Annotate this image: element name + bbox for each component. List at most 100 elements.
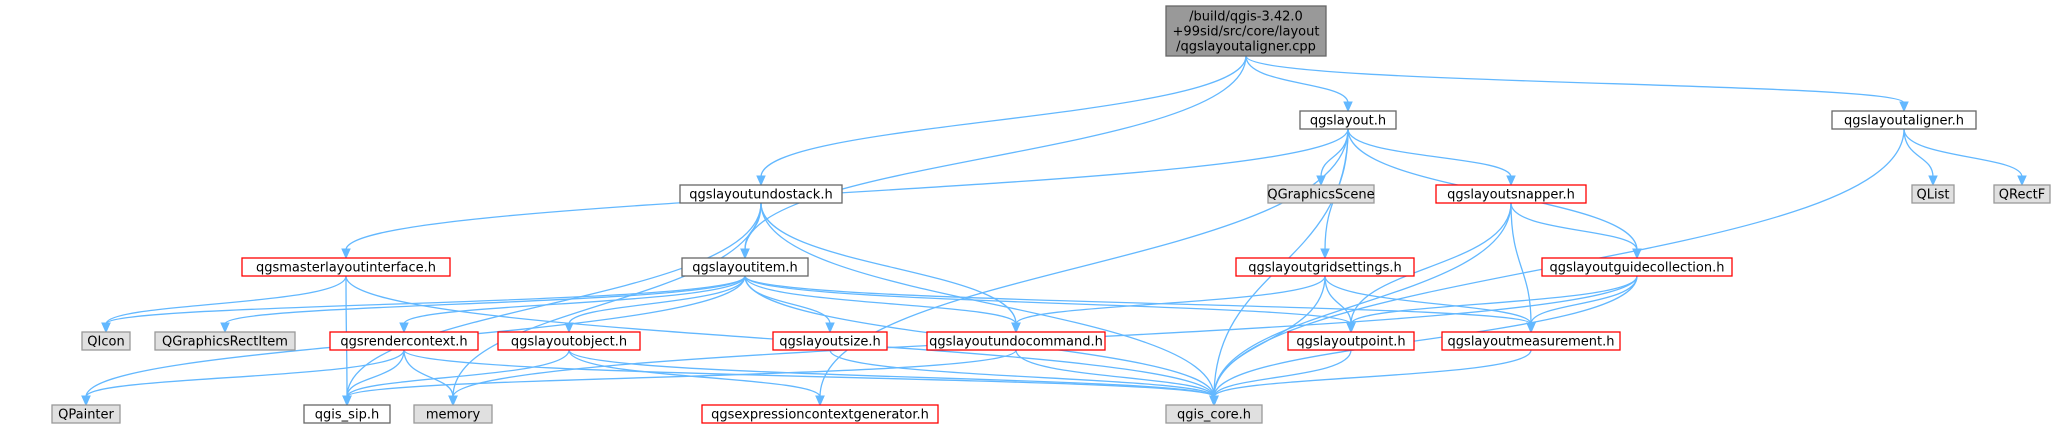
node-label: QRectF xyxy=(1999,188,2045,203)
node-QRectF[interactable]: QRectF xyxy=(1993,184,2051,204)
node-qgslayoutundostack-h[interactable]: qgslayoutundostack.h xyxy=(679,184,843,204)
edge-qgsrendercontext_h-to-QPainter xyxy=(81,349,405,407)
node-label: qgsrendercontext.h xyxy=(340,335,467,350)
node-label: /build/qgis-3.42.0 xyxy=(1189,10,1303,25)
edge-root-to-qgslayoutitem_h xyxy=(740,55,1247,260)
node-box xyxy=(1287,331,1415,351)
edge-qgslayoutundostack_h-to-memory xyxy=(448,202,762,407)
node-box xyxy=(1435,184,1587,204)
node-label: qgsexpressioncontextgenerator.h xyxy=(711,408,929,423)
node-QList[interactable]: QList xyxy=(1911,184,1955,204)
node-qgsmasterlayoutinterface-h[interactable]: qgsmasterlayoutinterface.h xyxy=(241,257,451,277)
edge-qgslayoutitem_h-to-qgslayoutundocommand_h xyxy=(744,275,1021,334)
node-qgis-core-h[interactable]: qgis_core.h xyxy=(1165,404,1263,424)
node-label: qgslayoutundocommand.h xyxy=(929,335,1103,350)
node-qgslayout-h[interactable]: qgslayout.h xyxy=(1299,110,1397,130)
node-box xyxy=(154,331,296,351)
edge-root-to-qgslayout_h xyxy=(1245,55,1353,113)
edge-qgslayoutobject_h-to-qgsexpressioncontextgenerator_h xyxy=(568,349,825,407)
node-label: qgslayoutundostack.h xyxy=(689,188,832,203)
edge-root-to-qgslayoutaligner_h xyxy=(1245,55,1909,113)
edge-qgslayoutmeasurement_h-to-qgis_core_h xyxy=(1209,349,1532,407)
node-box xyxy=(497,331,641,351)
node-label: /qgslayoutaligner.cpp xyxy=(1176,40,1316,55)
node-qgslayoutundocommand-h[interactable]: qgslayoutundocommand.h xyxy=(926,331,1106,351)
node-qgsrendercontext-h[interactable]: qgsrendercontext.h xyxy=(329,331,479,351)
node-label: qgslayoutguidecollection.h xyxy=(1550,261,1725,276)
node-label: qgis_core.h xyxy=(1177,408,1251,423)
node-label: qgslayoutpoint.h xyxy=(1296,335,1405,350)
node-box xyxy=(329,331,479,351)
node-label: qgslayout.h xyxy=(1310,114,1386,129)
edge-qgslayoutundostack_h-to-qgslayoutitem_h xyxy=(740,202,762,260)
edge-qgslayoutsnapper_h-to-qgslayoutguidecollection_h xyxy=(1510,202,1642,260)
edge-qgslayoutitem_h-to-QIcon xyxy=(101,275,746,334)
node-box xyxy=(1831,110,1977,130)
node-qgslayoutsnapper-h[interactable]: qgslayoutsnapper.h xyxy=(1435,184,1587,204)
edge-qgslayoutitem_h-to-QGraphicsRectItem xyxy=(220,275,746,334)
node-qgis-sip-h[interactable]: qgis_sip.h xyxy=(303,404,391,424)
edge-root-to-qgslayoutundostack_h xyxy=(756,55,1247,187)
nodes-layer: /build/qgis-3.42.0+99sid/src/core/layout… xyxy=(51,5,2051,424)
node-box xyxy=(241,257,451,277)
node-memory[interactable]: memory xyxy=(413,404,493,424)
edge-qgslayoutaligner_h-to-QRectF xyxy=(1903,128,2027,187)
edge-qgslayoutitem_h-to-qgslayoutobject_h xyxy=(564,275,746,334)
node-label: qgslayoutaligner.h xyxy=(1844,114,1964,129)
node-root[interactable]: /build/qgis-3.42.0+99sid/src/core/layout… xyxy=(1165,5,1327,57)
edge-qgslayout_h-to-QGraphicsScene xyxy=(1316,128,1349,187)
node-label: qgsmasterlayoutinterface.h xyxy=(256,261,436,276)
edge-qgsrendercontext_h-to-memory xyxy=(403,349,458,407)
edge-qgslayoutpoint_h-to-qgis_core_h xyxy=(1209,349,1352,407)
node-box xyxy=(413,404,493,424)
node-box xyxy=(81,331,131,351)
node-box xyxy=(1541,257,1733,277)
node-label: QPainter xyxy=(58,408,114,423)
edge-qgslayoutgridsettings_h-to-qgslayoutundocommand_h xyxy=(1011,275,1326,334)
node-box xyxy=(679,184,843,204)
edge-qgsrendercontext_h-to-qgis_core_h xyxy=(403,349,1219,407)
node-qgslayoutaligner-h[interactable]: qgslayoutaligner.h xyxy=(1831,110,1977,130)
node-qgsexpressioncontextgenerator-h[interactable]: qgsexpressioncontextgenerator.h xyxy=(701,404,939,424)
node-QGraphicsRectItem[interactable]: QGraphicsRectItem xyxy=(154,331,296,351)
node-label: QIcon xyxy=(87,335,124,350)
node-box xyxy=(1299,110,1397,130)
node-box xyxy=(1911,184,1955,204)
node-qgslayoutobject-h[interactable]: qgslayoutobject.h xyxy=(497,331,641,351)
node-label: QGraphicsScene xyxy=(1267,188,1374,203)
node-qgslayoutguidecollection-h[interactable]: qgslayoutguidecollection.h xyxy=(1541,257,1733,277)
node-box xyxy=(1235,257,1415,277)
edge-qgslayoutundocommand_h-to-qgis_sip_h xyxy=(342,349,1017,407)
node-QIcon[interactable]: QIcon xyxy=(81,331,131,351)
node-qgslayoutsize-h[interactable]: qgslayoutsize.h xyxy=(772,331,888,351)
edge-qgslayoutitem_h-to-qgsrendercontext_h xyxy=(399,275,746,334)
edge-qgslayoutguidecollection_h-to-qgslayoutpoint_h xyxy=(1346,275,1638,334)
node-label: qgslayoutgridsettings.h xyxy=(1248,261,1402,276)
node-box xyxy=(1993,184,2051,204)
edges-layer xyxy=(81,55,2027,407)
node-qgslayoutitem-h[interactable]: qgslayoutitem.h xyxy=(681,257,809,277)
node-box xyxy=(1267,184,1375,204)
node-label: qgslayoutmeasurement.h xyxy=(1448,335,1615,350)
edge-qgslayout_h-to-qgslayoutsnapper_h xyxy=(1347,128,1516,187)
node-box xyxy=(1441,331,1621,351)
node-box xyxy=(701,404,939,424)
node-qgslayoutgridsettings-h[interactable]: qgslayoutgridsettings.h xyxy=(1235,257,1415,277)
node-qgslayoutpoint-h[interactable]: qgslayoutpoint.h xyxy=(1287,331,1415,351)
node-qgslayoutmeasurement-h[interactable]: qgslayoutmeasurement.h xyxy=(1441,331,1621,351)
node-label: memory xyxy=(426,408,481,423)
node-label: qgslayoutsize.h xyxy=(779,335,880,350)
node-box xyxy=(772,331,888,351)
node-box xyxy=(1165,5,1327,57)
node-QGraphicsScene[interactable]: QGraphicsScene xyxy=(1267,184,1375,204)
edge-qgslayoutgridsettings_h-to-qgslayoutmeasurement_h xyxy=(1324,275,1536,334)
node-box xyxy=(681,257,809,277)
node-label: qgslayoutitem.h xyxy=(692,261,798,276)
edge-qgslayoutsnapper_h-to-qgslayoutmeasurement_h xyxy=(1510,202,1536,334)
node-QPainter[interactable]: QPainter xyxy=(51,404,121,424)
node-label: +99sid/src/core/layout xyxy=(1173,25,1320,40)
node-box xyxy=(303,404,391,424)
node-label: QList xyxy=(1917,188,1950,203)
node-label: qgis_sip.h xyxy=(315,408,379,423)
